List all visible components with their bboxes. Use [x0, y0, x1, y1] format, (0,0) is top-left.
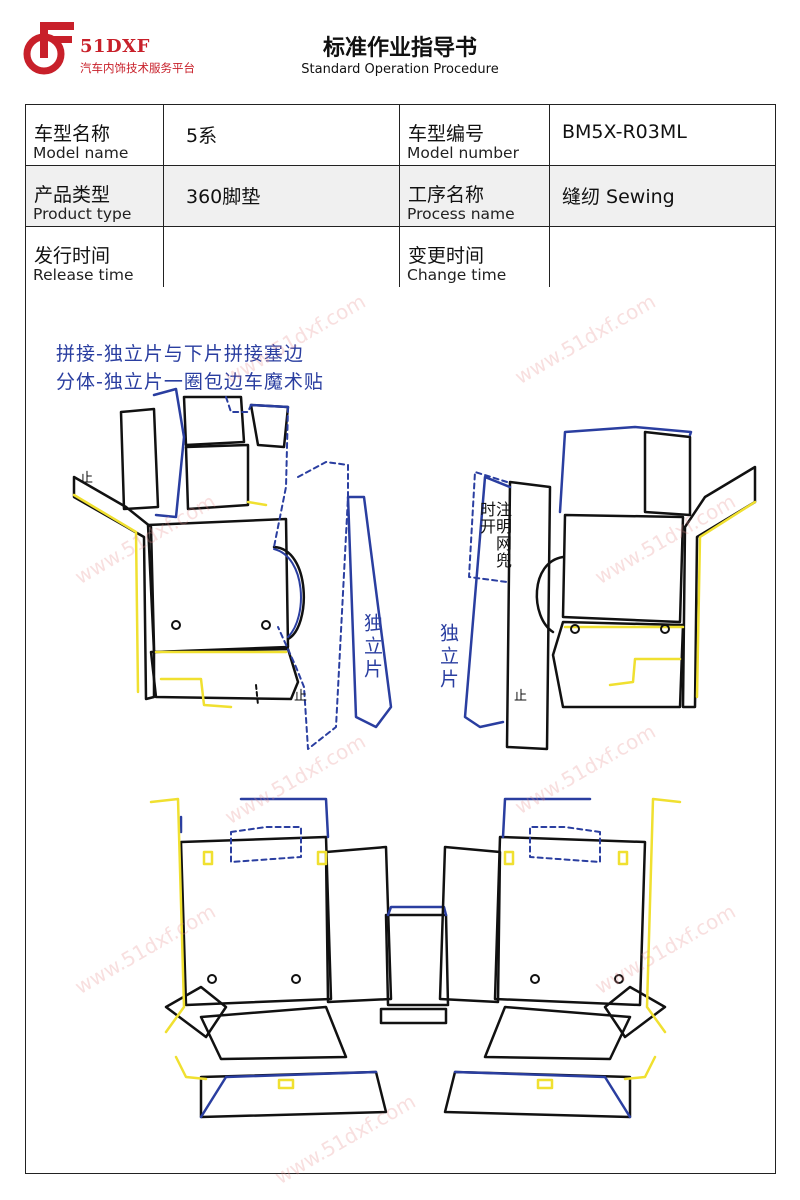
- front-left-mat: [72, 395, 306, 701]
- process-name-value: 缝纫 Sewing: [549, 165, 776, 227]
- change-time-label: 变更时间 Change time: [399, 226, 550, 288]
- model-number-value: BM5X-R03ML: [549, 104, 776, 166]
- stop-mark-center: 止: [294, 689, 309, 704]
- logo-tagline: 汽车内饰技术服务平台: [80, 61, 195, 75]
- release-time-label: 发行时间 Release time: [25, 226, 164, 288]
- release-time-value: [163, 226, 400, 288]
- left-piece-label: 独立片: [361, 613, 383, 682]
- floor-mat-pattern: [72, 387, 757, 1119]
- logo-name: 51DXF: [80, 36, 150, 57]
- right-piece-label: 独立片: [437, 623, 459, 692]
- model-name-value: 5系: [163, 104, 400, 166]
- pattern-drawing: 拼接-独立片与下片拼接塞边 分体-独立片一圈包边车魔术贴 独立片 独立片 注明网…: [25, 287, 776, 1189]
- stop-mark-left: 止: [80, 471, 95, 486]
- change-time-value: [549, 226, 776, 288]
- net-pocket-note: 注明网兜时开: [477, 501, 512, 569]
- process-name-label: 工序名称 Process name: [399, 165, 550, 227]
- sewing-note-line2: 分体-独立片一圈包边车魔术贴: [56, 371, 324, 393]
- info-table: 车型名称 Model name 5系 车型编号 Model number BM5…: [25, 104, 776, 288]
- product-type-label: 产品类型 Product type: [25, 165, 164, 227]
- 51dxf-logo-icon: [23, 22, 74, 75]
- model-number-label: 车型编号 Model number: [399, 104, 550, 166]
- doc-title-cn: 标准作业指导书: [322, 36, 477, 61]
- sewing-note-line1: 拼接-独立片与下片拼接塞边: [56, 343, 304, 365]
- stop-mark-right: 止: [514, 689, 529, 704]
- model-name-label: 车型名称 Model name: [25, 104, 164, 166]
- doc-title-en: Standard Operation Procedure: [301, 62, 499, 77]
- rear-mats: [149, 797, 682, 1119]
- product-type-value: 360脚垫: [163, 165, 400, 227]
- company-logo: 51DXF 汽车内饰技术服务平台: [22, 18, 242, 80]
